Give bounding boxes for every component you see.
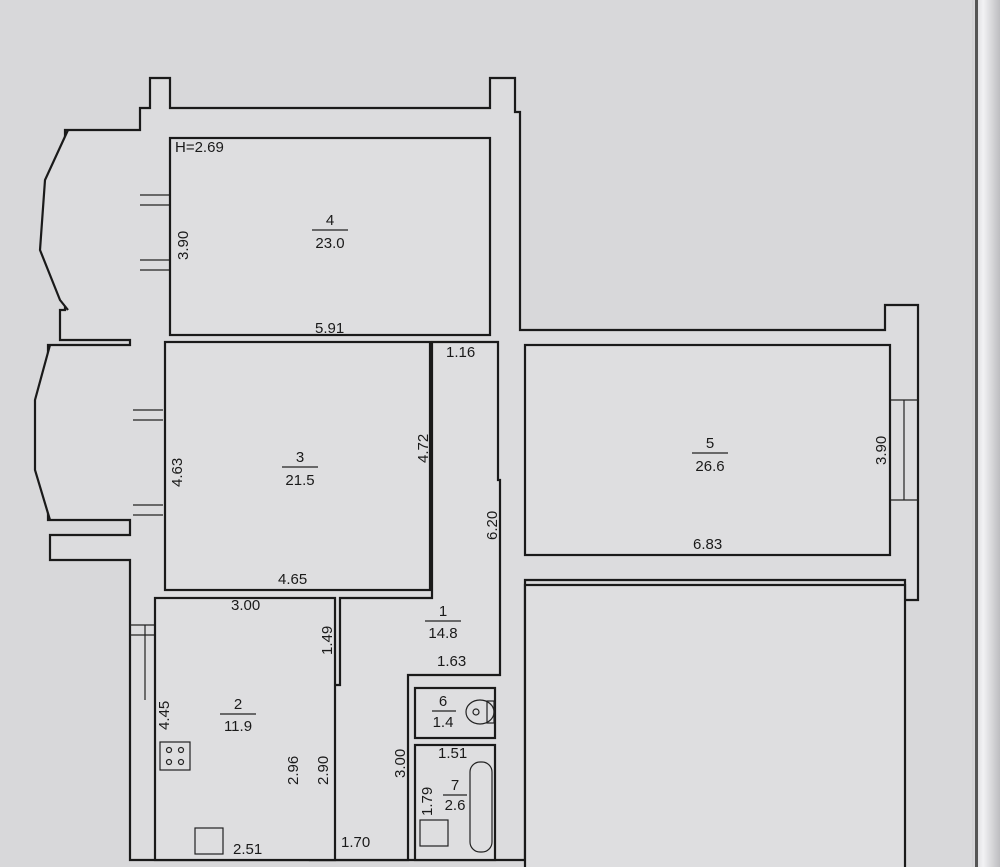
svg-text:26.6: 26.6 bbox=[695, 458, 724, 475]
sink-icon-bath bbox=[419, 819, 449, 847]
bathtub-icon bbox=[469, 761, 493, 853]
room-6-wc bbox=[413, 686, 497, 740]
svg-text:6.20: 6.20 bbox=[484, 511, 501, 540]
svg-text:21.5: 21.5 bbox=[285, 472, 314, 489]
room-3 bbox=[163, 340, 432, 592]
toilet-icon bbox=[465, 699, 495, 725]
svg-text:23.0: 23.0 bbox=[315, 235, 344, 252]
sink-icon-kitchen bbox=[194, 827, 224, 855]
room-2 bbox=[153, 596, 337, 862]
room-label-3: 3 21.5 bbox=[282, 449, 318, 489]
room-5 bbox=[523, 343, 892, 557]
room-label-1: 1 14.8 bbox=[425, 603, 461, 642]
svg-text:2: 2 bbox=[234, 696, 242, 713]
svg-text:5: 5 bbox=[706, 435, 714, 452]
svg-text:2.6: 2.6 bbox=[445, 797, 466, 814]
bay-window-upper bbox=[38, 129, 69, 311]
room-label-4: 4 23.0 bbox=[312, 212, 348, 252]
room-label-7: 7 2.6 bbox=[443, 777, 467, 814]
svg-text:3.90: 3.90 bbox=[873, 436, 890, 465]
svg-text:6: 6 bbox=[439, 693, 447, 710]
svg-text:1.63: 1.63 bbox=[437, 653, 466, 670]
svg-text:1.79: 1.79 bbox=[419, 787, 436, 816]
svg-text:4: 4 bbox=[326, 212, 334, 229]
svg-text:1: 1 bbox=[439, 603, 447, 620]
room-label-2: 2 11.9 bbox=[220, 696, 256, 735]
room-7-bath bbox=[413, 743, 497, 862]
svg-text:1.70: 1.70 bbox=[341, 834, 370, 851]
svg-text:14.8: 14.8 bbox=[428, 625, 457, 642]
svg-text:4.63: 4.63 bbox=[169, 458, 186, 487]
room-1-corridor bbox=[308, 340, 502, 862]
svg-text:1.16: 1.16 bbox=[446, 344, 475, 361]
svg-text:4.72: 4.72 bbox=[415, 434, 432, 463]
ceiling-height-label: H=2.69 bbox=[175, 139, 224, 156]
svg-text:2.51: 2.51 bbox=[233, 841, 262, 858]
page-edge-line bbox=[975, 0, 978, 867]
svg-text:2.90: 2.90 bbox=[315, 756, 332, 785]
room-lower-right bbox=[523, 583, 907, 867]
svg-text:3.90: 3.90 bbox=[175, 231, 192, 260]
svg-text:3.00: 3.00 bbox=[392, 749, 409, 778]
svg-text:6.83: 6.83 bbox=[693, 536, 722, 553]
svg-text:7: 7 bbox=[451, 777, 459, 794]
dimension-labels: 3.90 5.91 1.16 4.63 4.72 4.65 6.20 6.83 … bbox=[156, 231, 890, 858]
svg-text:5.91: 5.91 bbox=[315, 320, 344, 337]
bay-window-lower bbox=[33, 344, 52, 521]
svg-text:1.49: 1.49 bbox=[319, 626, 336, 655]
room-4 bbox=[168, 136, 492, 337]
svg-text:2.96: 2.96 bbox=[285, 756, 302, 785]
windows bbox=[130, 194, 918, 700]
svg-text:3: 3 bbox=[296, 449, 304, 466]
svg-text:4.65: 4.65 bbox=[278, 571, 307, 588]
svg-text:4.45: 4.45 bbox=[156, 701, 173, 730]
svg-text:3.00: 3.00 bbox=[231, 597, 260, 614]
svg-text:1.51: 1.51 bbox=[438, 745, 467, 762]
svg-text:1.4: 1.4 bbox=[433, 714, 454, 731]
room-label-5: 5 26.6 bbox=[692, 435, 728, 475]
room-label-6: 6 1.4 bbox=[432, 693, 456, 731]
stove-icon bbox=[159, 741, 191, 771]
svg-text:11.9: 11.9 bbox=[224, 718, 252, 735]
